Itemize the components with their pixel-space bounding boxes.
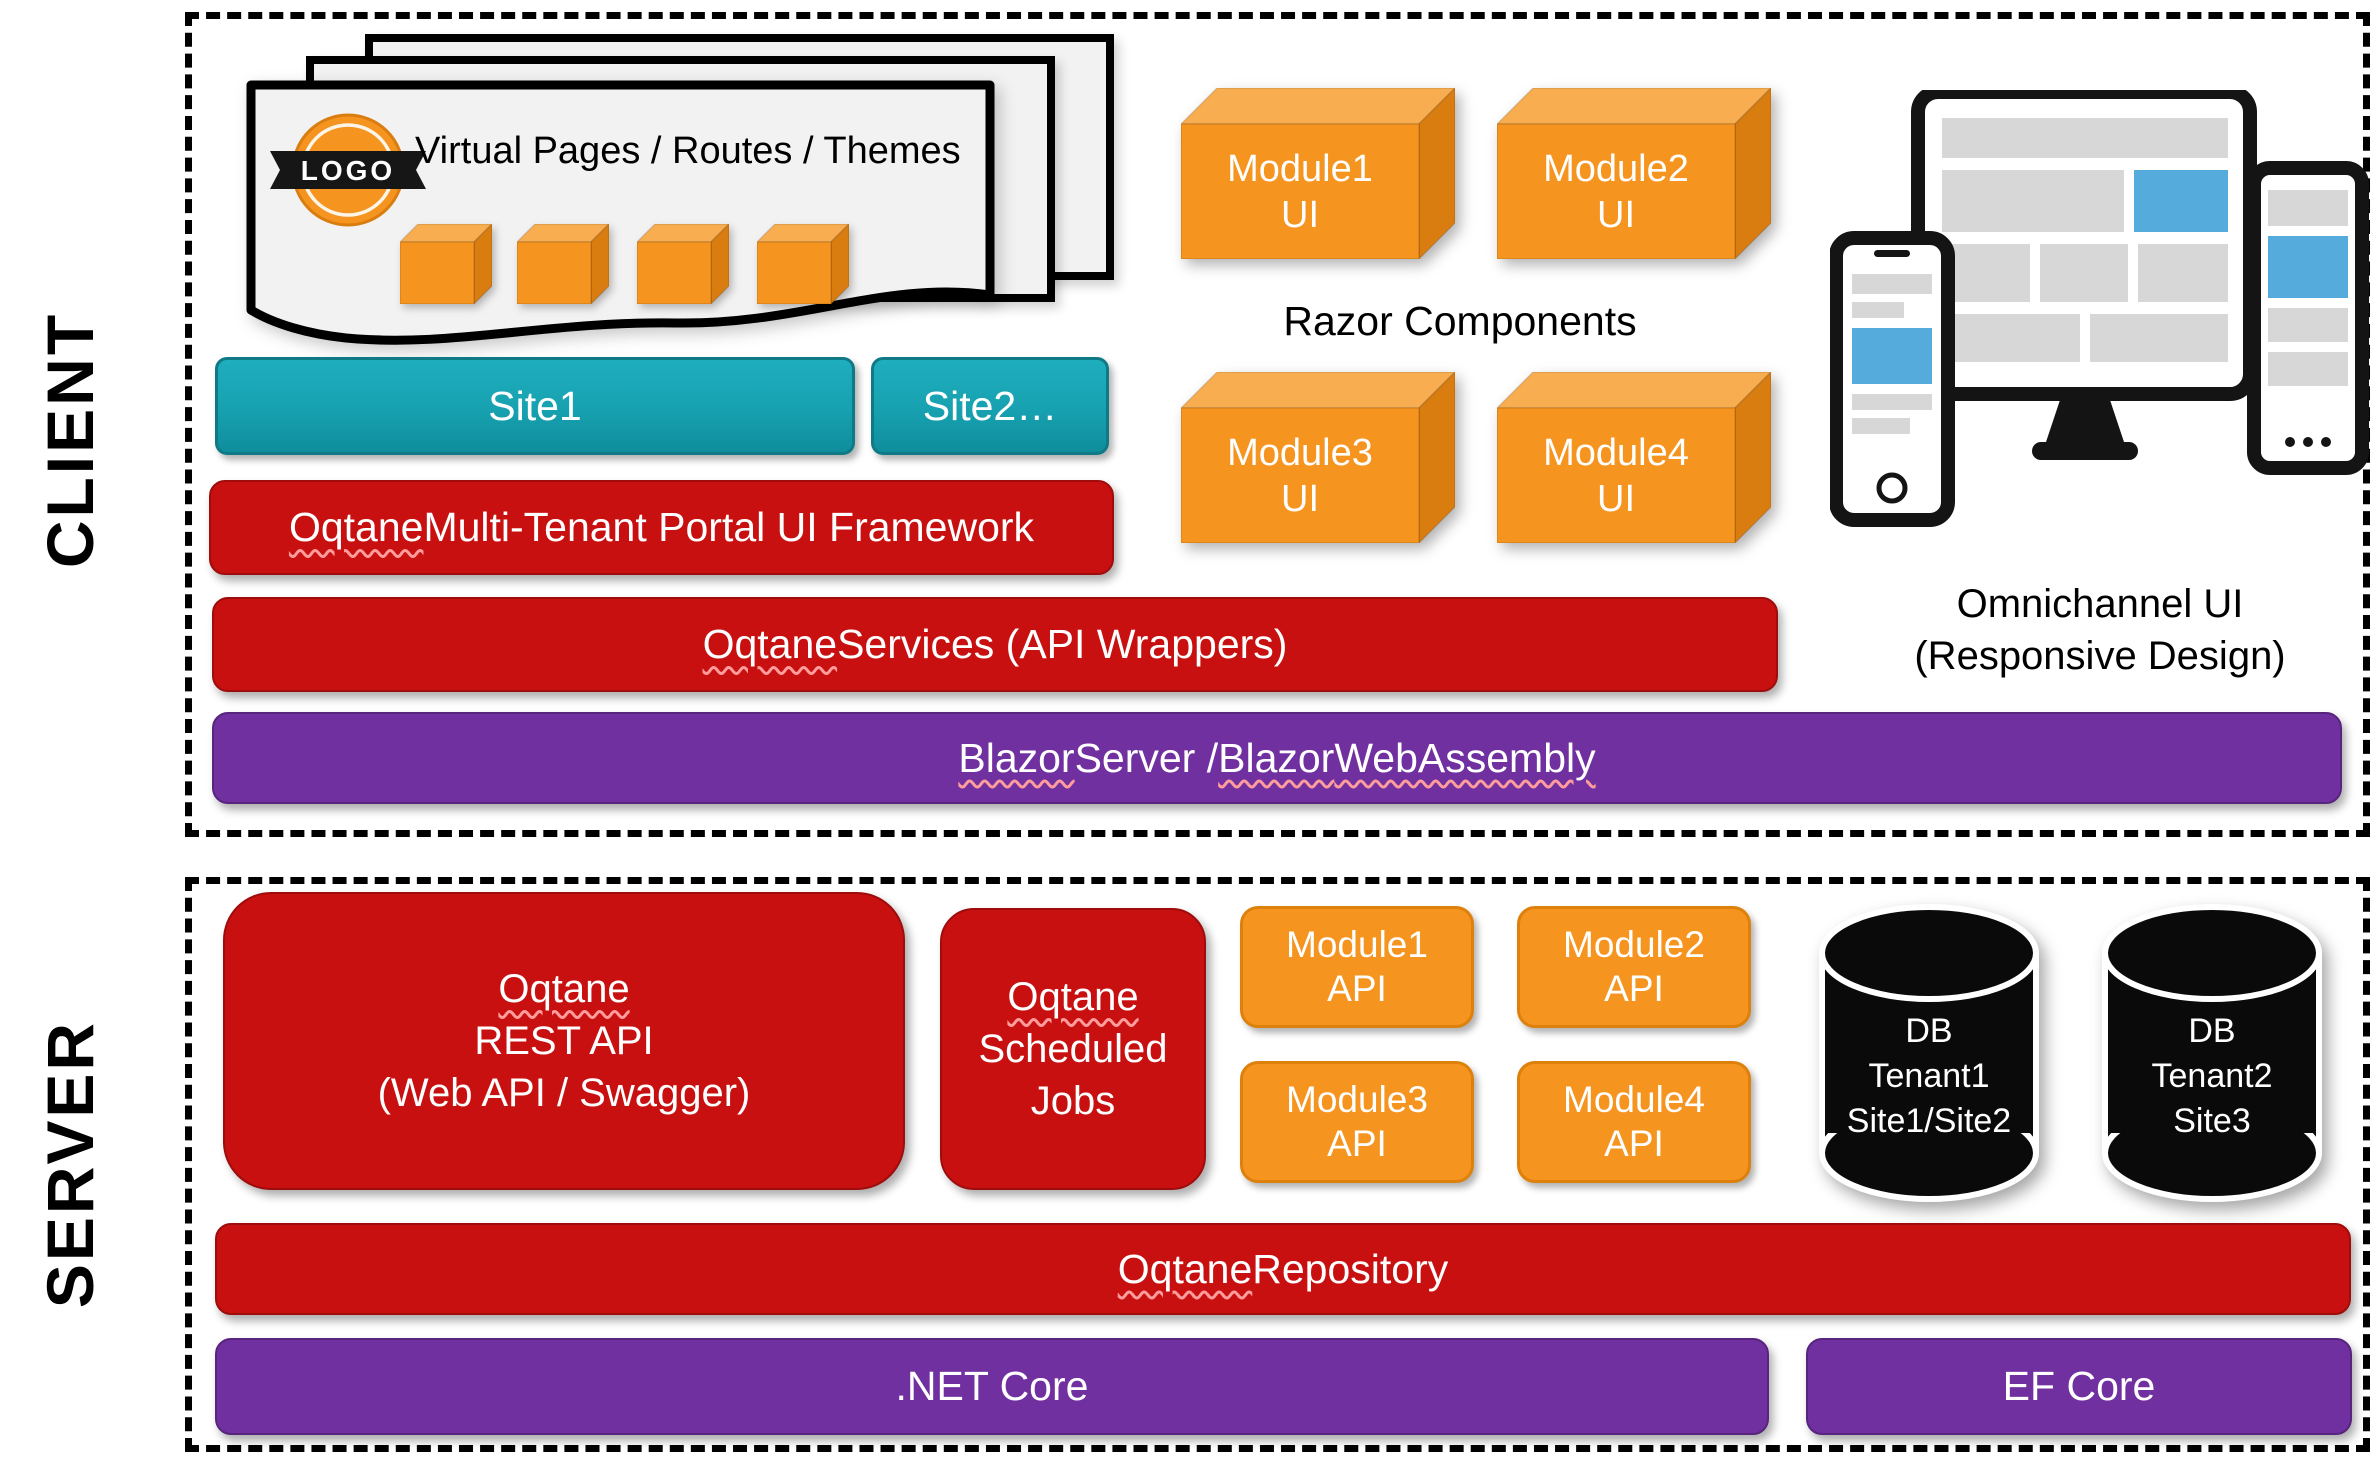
services-bar: Oqtane Services (API Wrappers)	[212, 597, 1778, 692]
page-cube-icon	[400, 224, 492, 304]
virtual-pages-title: Virtual Pages / Routes / Themes	[415, 130, 961, 172]
cube-3d-icon	[1181, 88, 1455, 259]
razor-components-label: Razor Components	[1283, 298, 1637, 344]
blazor-bar: Blazor Server / Blazor WebAssembly	[212, 712, 2342, 804]
server-section-label: SERVER	[33, 1019, 107, 1309]
cube-3d-icon	[1497, 88, 1771, 259]
logo-badge-text: LOGO	[301, 155, 395, 186]
dotnet-core-bar: .NET Core	[215, 1338, 1769, 1435]
tablet-icon	[2247, 161, 2369, 475]
monitor-icon	[1911, 90, 2257, 460]
page-cube-icon	[517, 224, 609, 304]
oqtane-repository-bar: Oqtane Repository	[215, 1223, 2351, 1315]
client-section-label: CLIENT	[33, 311, 107, 569]
phone-icon	[1830, 231, 1955, 527]
cube-3d-icon	[1181, 372, 1455, 543]
page-cube-icon	[637, 224, 729, 304]
site1-box: Site1	[215, 357, 855, 455]
database-cylinder-icon	[2102, 904, 2322, 1202]
omnichannel-caption: Omnichannel UI(Responsive Design)	[1914, 582, 2286, 678]
logo-badge-icon: LOGO	[270, 113, 426, 227]
omnichannel-devices-illustration	[1830, 90, 2369, 527]
ef-core-bar: EF Core	[1806, 1338, 2352, 1435]
server-section-frame	[185, 877, 2370, 1452]
site2-box: Site2…	[871, 357, 1109, 455]
cube-3d-icon	[1497, 372, 1771, 543]
portal-framework-bar: Oqtane Multi-Tenant Portal UI Framework	[209, 480, 1114, 575]
database-cylinder-icon	[1819, 904, 2039, 1202]
page-cube-icon	[757, 224, 849, 304]
